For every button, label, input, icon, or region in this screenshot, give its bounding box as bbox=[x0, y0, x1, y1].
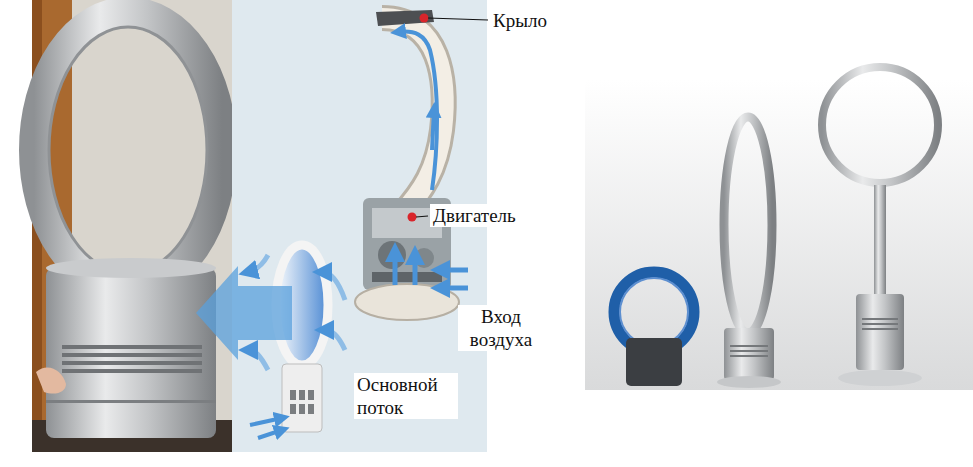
cutaway-diagram-part bbox=[382, 18, 444, 214]
product-photo-part bbox=[730, 345, 768, 357]
product-photo-part bbox=[838, 370, 922, 386]
product-photo-part bbox=[626, 338, 682, 386]
cutaway-diagram-part-part bbox=[308, 404, 314, 414]
product-photo-part-part bbox=[862, 318, 898, 320]
cutaway-diagram-part bbox=[196, 266, 292, 360]
product-photo-part bbox=[724, 328, 774, 380]
fan-photo-part bbox=[46, 400, 216, 403]
product-photo-part bbox=[856, 294, 904, 370]
fan-photo-part bbox=[36, 368, 66, 394]
cutaway-diagram-part bbox=[382, 18, 444, 214]
cutaway-diagram-part bbox=[248, 350, 268, 370]
product-photo-part bbox=[862, 318, 898, 330]
product-photo-part-part bbox=[862, 323, 898, 325]
part-label: Основной поток bbox=[354, 373, 458, 419]
cutaway-diagram-part bbox=[432, 110, 434, 150]
fan-photo-part bbox=[62, 345, 202, 373]
fan-photo-part bbox=[46, 268, 216, 438]
fan-photo-part bbox=[46, 258, 216, 278]
product-photo-part-part bbox=[862, 328, 898, 330]
cutaway-diagram-part bbox=[248, 255, 268, 272]
product-photo-part-part bbox=[730, 345, 768, 347]
fan-photo-part-part bbox=[62, 369, 202, 373]
fan-photo-part-part bbox=[62, 361, 202, 365]
product-photo-part bbox=[717, 376, 781, 388]
product-photo bbox=[585, 67, 973, 390]
part-label: Двигатель bbox=[430, 204, 519, 227]
cutaway-diagram-part bbox=[416, 216, 428, 217]
cutaway-diagram-part bbox=[282, 364, 322, 432]
cutaway-diagram-part bbox=[290, 390, 314, 414]
part-label: Крыло bbox=[490, 9, 550, 32]
fan-photo-part-part bbox=[62, 345, 202, 349]
cutaway-diagram-part bbox=[398, 32, 437, 190]
part-label: Вход воздуха bbox=[458, 305, 544, 351]
product-photo-part bbox=[724, 117, 772, 333]
product-photo-part bbox=[822, 67, 938, 183]
cutaway-diagram-part-part bbox=[299, 390, 305, 400]
cutaway-diagram-part bbox=[322, 272, 345, 300]
fan-photo-part bbox=[49, 27, 207, 273]
cutaway-diagram-part bbox=[258, 430, 282, 438]
product-photo-part-part bbox=[730, 355, 768, 357]
fan-photo-part bbox=[32, 0, 232, 452]
cutaway-diagram-part bbox=[420, 14, 429, 23]
cutaway-diagram-part bbox=[440, 286, 468, 291]
cutaway-diagram-part bbox=[428, 18, 488, 20]
cutaway-diagram-part bbox=[250, 418, 282, 425]
product-photo-part-part bbox=[730, 350, 768, 352]
cutaway-diagram-part bbox=[324, 330, 345, 350]
cutaway-diagram-part bbox=[413, 255, 418, 285]
product-photo-part bbox=[874, 185, 886, 295]
product-photo-part bbox=[620, 278, 688, 346]
cutaway-diagram-part-part bbox=[290, 390, 296, 400]
fan-photo-part bbox=[34, 12, 222, 288]
fan-photo bbox=[32, 0, 232, 452]
cutaway-diagram-part bbox=[408, 213, 417, 222]
fan-photo-part-part bbox=[62, 353, 202, 357]
cutaway-diagram-part bbox=[393, 252, 398, 285]
product-photo-part bbox=[585, 80, 973, 390]
cutaway-diagram-part bbox=[372, 272, 442, 282]
cutaway-diagram-part-part bbox=[308, 390, 314, 400]
cutaway-diagram-part-part bbox=[290, 404, 296, 414]
cutaway-diagram-part bbox=[440, 268, 468, 273]
cutaway-diagram-part-part bbox=[299, 404, 305, 414]
cutaway-diagram-part bbox=[376, 10, 434, 26]
cutaway-diagram-part bbox=[378, 241, 406, 269]
